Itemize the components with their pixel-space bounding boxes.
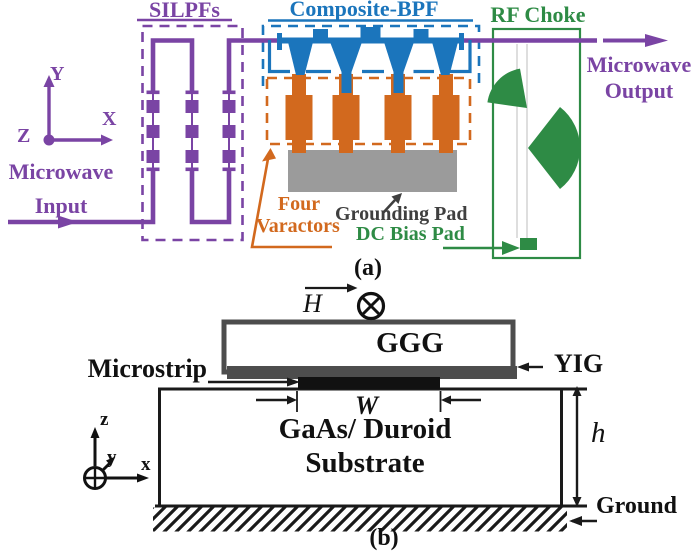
varactors	[285, 74, 460, 153]
panel-a-art	[8, 18, 668, 260]
four-varactors-label-line1: Four	[277, 193, 321, 215]
rf-choke-fan-large	[528, 107, 581, 189]
yig-label: YIG	[554, 349, 604, 378]
dc-bias-pad-label: DC Bias Pad	[356, 223, 465, 245]
dc-bias-callout-arrowhead	[502, 241, 520, 255]
microstrip-bar	[298, 377, 440, 389]
composite-bpf-structure	[267, 27, 472, 93]
bpf-series-block	[413, 29, 429, 43]
four-varactors-label-line2: Varactors	[256, 215, 340, 237]
dc-bias-pad-square	[520, 238, 537, 250]
composite-bpf-title: Composite-BPF	[289, 0, 439, 21]
silpfs-title: SILPFs	[149, 0, 220, 22]
bpf-series-block	[360, 27, 381, 43]
grounding-pad-callout-arrowhead	[391, 193, 402, 204]
ggg-label: GGG	[376, 327, 444, 359]
axis-a-y-label: Y	[50, 63, 65, 85]
grounding-pad	[288, 150, 457, 192]
bpf-coupled-line-right	[450, 40, 472, 74]
bpf-taper-stub	[432, 42, 458, 75]
substrate-label-line2: Substrate	[305, 447, 425, 479]
bpf-coupled-line-left	[267, 40, 290, 74]
ground-hatch	[153, 507, 567, 532]
microstrip-label: Microstrip	[87, 354, 207, 383]
grounding-pad-callout-line	[382, 199, 396, 214]
bpf-taper-stub	[330, 42, 362, 72]
ground-pointer-arrowhead	[569, 516, 582, 526]
h-field-label: H	[303, 289, 322, 318]
axis-a-x-label: X	[102, 108, 117, 130]
microwave-output-label-line1: Microwave	[586, 52, 692, 77]
input-arrowhead	[58, 215, 78, 229]
rf-choke-title: RF Choke	[490, 2, 586, 27]
caption-b: (b)	[369, 525, 399, 551]
yig-pointer-arrowhead	[517, 362, 529, 372]
yig-layer	[227, 366, 517, 379]
ground-label: Ground	[596, 493, 677, 519]
microwave-input-label-line2: Input	[34, 193, 88, 218]
varactors-callout-line	[250, 155, 332, 249]
substrate-label-line1: GaAs/ Duroid	[278, 413, 452, 445]
axes-a	[43, 75, 113, 146]
axes-a-origin-dot	[43, 134, 55, 146]
bpf-dashed-box	[261, 24, 481, 86]
varactors-callout-arrowhead	[262, 148, 276, 162]
output-arrowhead	[645, 34, 668, 47]
microwave-output-label-line2: Output	[604, 78, 674, 103]
width-label: W	[355, 391, 379, 420]
bpf-series-block	[313, 29, 328, 43]
bpf-end-gap-right	[459, 33, 464, 50]
h-field-into-page-symbol	[356, 291, 386, 321]
grounding-pad-label: Grounding Pad	[335, 203, 468, 225]
panel-b-annotations	[208, 283, 597, 526]
panel-b-art	[83, 283, 597, 532]
bpf-end-gap-left	[277, 33, 282, 50]
height-label: h	[591, 417, 606, 449]
microstrip-pointer-arrowhead	[287, 377, 300, 387]
ggg-box	[221, 319, 516, 375]
microwave-input-label-line1: Microwave	[8, 159, 114, 184]
silpf-dashed-box	[141, 24, 244, 242]
axis-b-z-label: z	[100, 409, 109, 430]
rf-choke-box	[491, 27, 582, 260]
bpf-taper-stub	[384, 42, 414, 72]
axis-b-y-label: y	[107, 447, 117, 468]
silpf-stepped-sections	[146, 90, 236, 172]
caption-a: (a)	[354, 255, 382, 281]
bpf-taper-stub	[288, 42, 313, 75]
axes-b	[83, 427, 149, 490]
axis-a-z-label: Z	[17, 125, 31, 147]
rf-choke-fan-small	[487, 68, 527, 108]
axis-b-x-label: x	[141, 454, 151, 475]
